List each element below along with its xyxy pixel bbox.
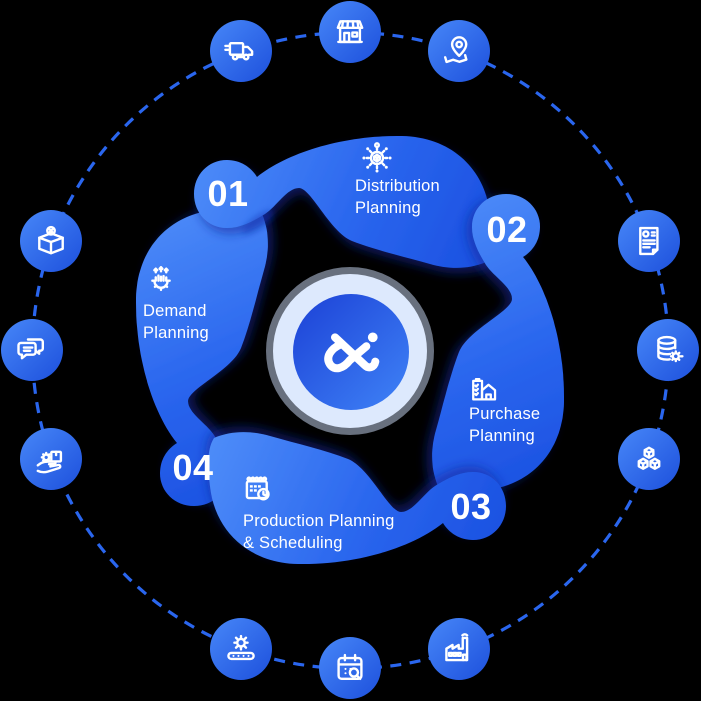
calendar-clock-icon (245, 476, 270, 501)
house-checklist-icon (472, 377, 497, 401)
label-line: Planning (469, 426, 535, 445)
label-line: Planning (355, 198, 421, 217)
segment-number-04: 04 (172, 447, 214, 488)
label-line: Distribution (355, 177, 440, 195)
gear-conveyor-icon (227, 634, 255, 661)
database-gear-icon (657, 335, 684, 363)
stacked-cubes-icon (637, 446, 661, 470)
open-box-x-icon (38, 225, 64, 255)
segment-number-02: 02 (486, 209, 528, 250)
storefront-icon (336, 20, 364, 44)
segment-number-01: 01 (207, 173, 249, 214)
infinity-x-logo (324, 332, 380, 373)
orbit-circle-truck (210, 20, 272, 82)
label-line: Production Planning (243, 512, 395, 530)
orbit-circle-cubes (618, 428, 680, 490)
segment-number-03: 03 (450, 486, 492, 527)
report-document-icon (639, 226, 659, 256)
segment-label-demand: Demand Planning (143, 301, 209, 344)
chat-bubbles-icon (17, 338, 44, 360)
factory-icon (445, 633, 469, 662)
label-line: & Scheduling (243, 533, 343, 552)
hand-holding-box-icon (36, 450, 63, 474)
label-line: Demand (143, 302, 207, 320)
calendar-search-icon (337, 653, 363, 681)
segment-label-production: Production Planning & Scheduling (243, 511, 395, 554)
label-line: Planning (143, 323, 209, 342)
segment-label-purchase: Purchase Planning (469, 404, 540, 447)
orbit-circle-chat (1, 319, 63, 381)
label-line: Purchase (469, 405, 541, 423)
distribution-network-icon (362, 142, 392, 173)
tail-shadow (242, 210, 274, 234)
growth-gear-icon (151, 266, 171, 292)
orbit-circle-store (319, 1, 381, 63)
orbit-circle-map-pin (428, 20, 490, 82)
map-location-pin-icon (444, 36, 468, 64)
delivery-truck-icon (224, 42, 254, 61)
segment-label-distribution: Distribution Planning (355, 176, 440, 219)
